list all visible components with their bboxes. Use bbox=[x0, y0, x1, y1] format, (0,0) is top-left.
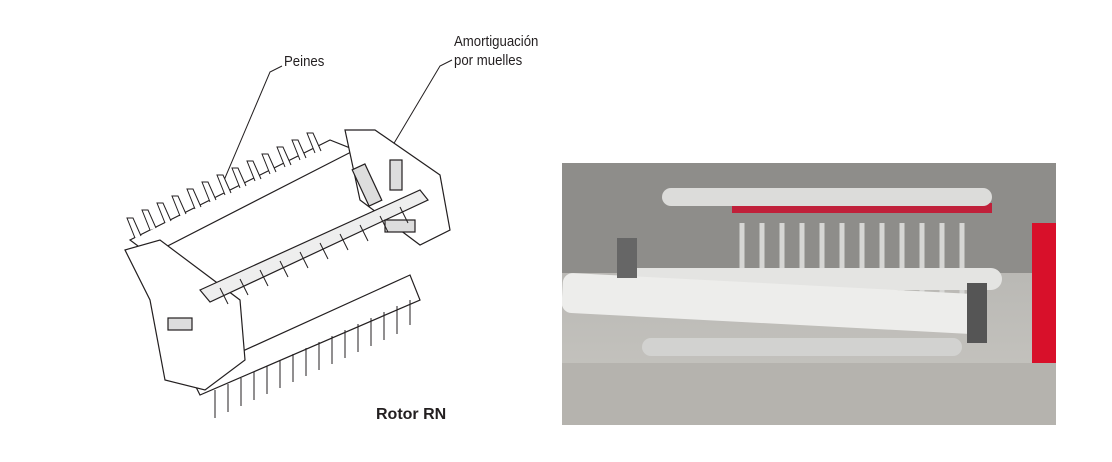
callout-amortiguacion-line2: por muelles bbox=[454, 52, 523, 69]
rotor-line-drawing bbox=[124, 59, 453, 418]
rotor-frame bbox=[124, 129, 451, 396]
leader-line-amortiguacion bbox=[389, 59, 453, 151]
figure-caption: Rotor RN bbox=[376, 406, 447, 423]
rotor-photo bbox=[562, 163, 1056, 425]
rotor-photo-illustration bbox=[562, 163, 1056, 425]
callout-amortiguacion: Amortiguación por muelles bbox=[454, 32, 538, 70]
callout-peines: Peines bbox=[284, 53, 325, 70]
callout-amortiguacion-line1: Amortiguación bbox=[454, 33, 539, 50]
comb-tines-lower bbox=[214, 300, 411, 418]
leader-line-peines bbox=[221, 65, 283, 186]
auger-flights bbox=[219, 206, 409, 305]
comb-tines-upper bbox=[126, 132, 322, 239]
